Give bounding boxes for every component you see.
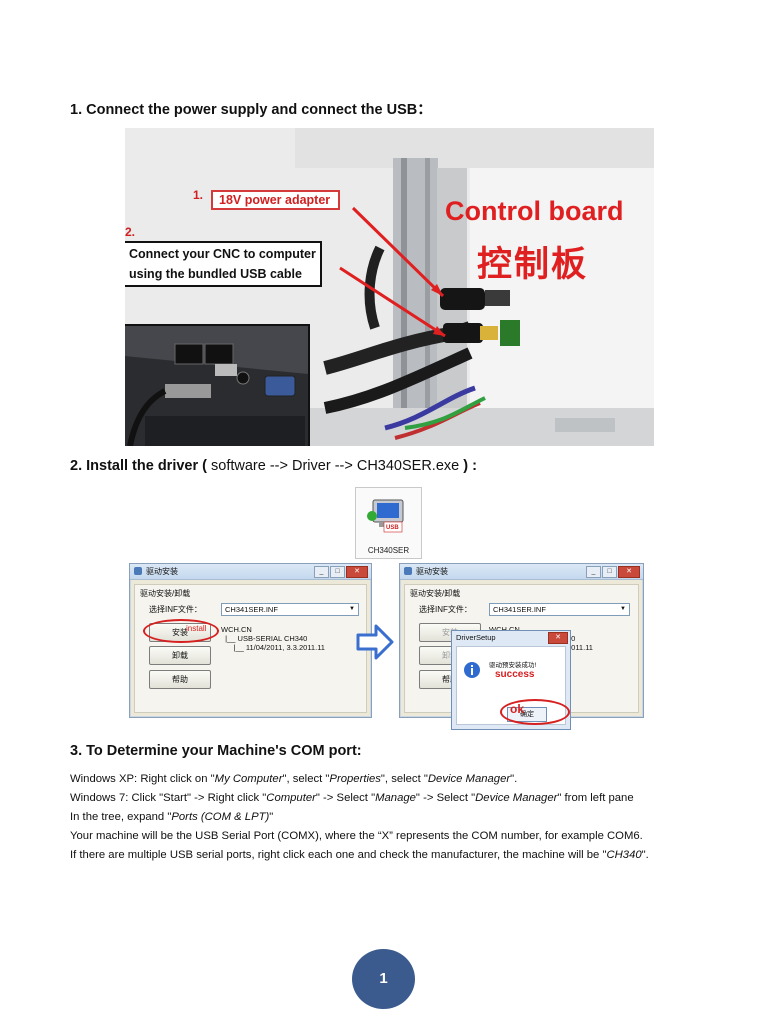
callout-number-2: 2. (125, 225, 136, 239)
text-run: Ports (COM & LPT) (171, 811, 270, 823)
laptop-ports-illustration (125, 326, 308, 446)
group-label: 驱动安装/卸载 (140, 589, 191, 598)
ok-highlight (500, 699, 570, 725)
inf-select[interactable]: CH341SER.INF ▼ (489, 603, 630, 616)
uninstall-button[interactable]: 卸载 (149, 646, 211, 665)
chevron-down-icon: ▼ (620, 606, 626, 612)
text-run: CH340 (606, 849, 642, 861)
driver-info-text: WCH.CN |__ USB-SERIAL CH340 |__ 11/04/20… (221, 625, 325, 652)
app-icon (404, 567, 412, 575)
text-run: Computer (266, 792, 316, 804)
driver-setup-popup: DriverSetup ✕ 驱动预安装成功! success 确定 ok (451, 630, 571, 730)
dialog-title: 驱动安装 (146, 567, 178, 576)
window-controls: _ □ ✕ (314, 566, 368, 578)
close-icon[interactable]: ✕ (548, 632, 568, 644)
text-run: In the tree, expand " (70, 811, 172, 823)
inf-select[interactable]: CH341SER.INF ▼ (221, 603, 359, 616)
usb-callout-line2: using the bundled USB cable (129, 267, 302, 281)
text-run: Windows XP: Right click on " (70, 773, 215, 785)
maximize-icon[interactable]: □ (602, 566, 617, 578)
dialog-titlebar: 驱动安装 _ □ ✕ (400, 564, 643, 580)
setup-photo-illustration (125, 128, 654, 446)
info-icon (464, 662, 480, 678)
dialog-title: 驱动安装 (416, 567, 448, 576)
driver-file-icon[interactable]: USB CH340SER (355, 487, 422, 559)
inf-label: 选择INF文件： (149, 605, 202, 614)
laptop-usb-inset (125, 324, 310, 446)
dialog-titlebar: 驱动安装 _ □ ✕ (130, 564, 371, 580)
text-run: " from left pane (557, 792, 634, 804)
dialog-body: 驱动安装/卸载 选择INF文件： CH341SER.INF ▼ 安装 卸载 帮助… (134, 584, 367, 713)
step2-heading-bold-start: 2. Install the driver ( (70, 458, 207, 474)
step1-heading: 1. Connect the power supply and connect … (70, 102, 432, 118)
text-run: Windows 7: Click "Start" -> Right click … (70, 792, 267, 804)
chevron-down-icon: ▼ (349, 606, 355, 612)
minimize-icon[interactable]: _ (314, 566, 329, 578)
window-controls: _ □ ✕ (586, 566, 640, 578)
step2-heading: 2. Install the driver ( software --> Dri… (70, 458, 477, 474)
multiple-ports-instructions: If there are multiple USB serial ports, … (70, 846, 698, 865)
step3-heading: 3. To Determine your Machine's COM port: (70, 743, 362, 759)
text-run: Device Manager (427, 773, 511, 785)
driver-install-dialog-left: 驱动安装 _ □ ✕ 驱动安装/卸载 选择INF文件： CH341SER.INF… (129, 563, 372, 718)
usb-cable-callout: Connect your CNC to computer using the b… (125, 241, 322, 287)
usb-callout-line1: Connect your CNC to computer (129, 247, 316, 261)
power-adapter-callout: 18V power adapter (211, 190, 341, 210)
text-run: If there are multiple USB serial ports, … (70, 849, 607, 861)
windows-7-instructions: Windows 7: Click "Start" -> Right click … (70, 789, 698, 808)
install-highlight (143, 619, 219, 643)
app-icon (134, 567, 142, 575)
usb-badge: USB (386, 525, 399, 531)
text-run: Device Manager (475, 792, 558, 804)
usb-driver-icon (367, 499, 404, 533)
text-run: " -> Select " (315, 792, 376, 804)
text-run: " (269, 811, 274, 823)
callout-number-1: 1. (193, 188, 204, 202)
step2-heading-bold-end: ) : (463, 458, 477, 474)
text-run: ". (641, 849, 649, 861)
inf-select-value: CH341SER.INF (493, 605, 546, 614)
install-annotation: install (186, 624, 207, 633)
success-annotation: success (495, 669, 535, 680)
text-run: " -> Select " (415, 792, 476, 804)
control-board-label: Control board (445, 196, 624, 226)
inf-label: 选择INF文件： (419, 605, 472, 614)
text-run: My Computer (214, 773, 283, 785)
tree-expand-instructions: In the tree, expand "Ports (COM & LPT)" (70, 808, 698, 827)
close-icon[interactable]: ✕ (346, 566, 368, 578)
maximize-icon[interactable]: □ (330, 566, 345, 578)
com-port-explanation: Your machine will be the USB Serial Port… (70, 827, 698, 846)
minimize-icon[interactable]: _ (586, 566, 601, 578)
text-run: Manage (375, 792, 416, 804)
control-board-label-cn: 控制板 (477, 245, 589, 284)
driver-file-label: CH340SER (367, 546, 410, 555)
text-run: ", select " (282, 773, 330, 785)
text-run: ", select " (380, 773, 428, 785)
step2-heading-path: software --> Driver --> CH340SER.exe (207, 458, 464, 474)
text-run: Properties (329, 773, 381, 785)
group-label: 驱动安装/卸载 (410, 589, 461, 598)
ok-annotation: ok (510, 702, 525, 716)
text-run: Your machine will be the USB Serial Port… (70, 830, 643, 842)
popup-message: 驱动预安装成功! (489, 662, 537, 669)
popup-title: DriverSetup (456, 633, 496, 642)
setup-photo: 1. 18V power adapter 2. Connect your CNC… (125, 128, 654, 446)
help-button[interactable]: 帮助 (149, 670, 211, 689)
inf-select-value: CH341SER.INF (225, 605, 278, 614)
close-icon[interactable]: ✕ (618, 566, 640, 578)
page-number-badge: 1 (352, 949, 415, 1009)
windows-xp-instructions: Windows XP: Right click on "My Computer"… (70, 770, 698, 789)
text-run: ". (510, 773, 518, 785)
flow-arrow-icon (356, 624, 394, 660)
